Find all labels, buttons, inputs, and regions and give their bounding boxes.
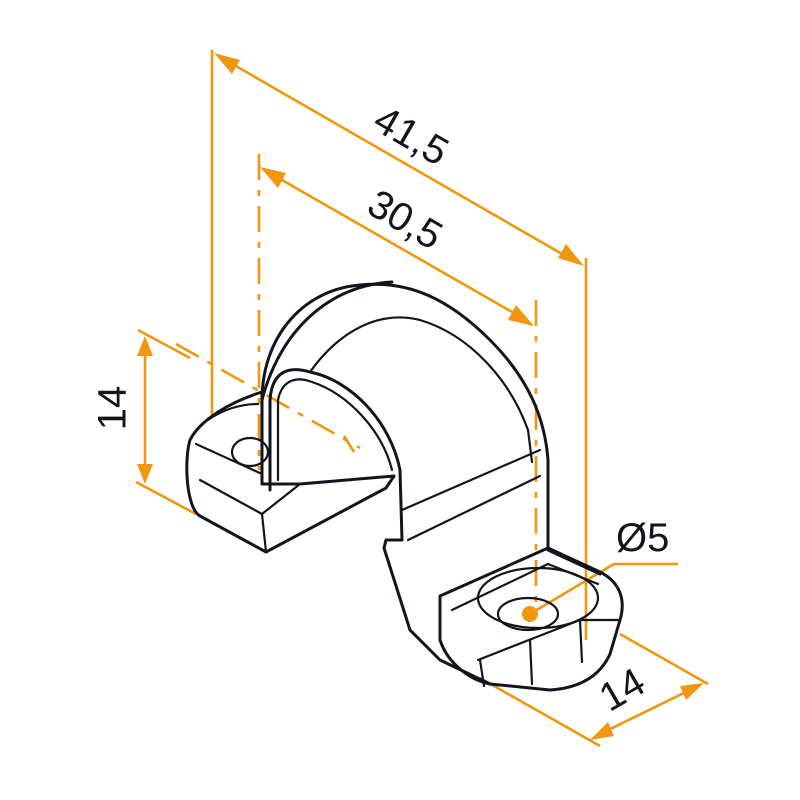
arrowhead [137,464,153,484]
arch-inner-fillet [276,378,394,482]
arch-surface-line [308,316,534,464]
right-tab-top-edge [450,562,600,612]
arrowhead [214,53,240,74]
right-arch-base [546,538,602,576]
right-leg-front [382,538,492,686]
arch-top-edge [260,280,394,402]
clamp-part [185,280,624,692]
dimension-lines [135,50,709,748]
arch-front-crease [400,448,542,512]
right-tab-corner-left [478,658,486,688]
right-tab-mid-line [528,638,534,686]
left-tab-counterbore [206,402,260,422]
arrowhead [680,683,704,700]
arrowhead [590,722,614,740]
right-mounting-tab [438,546,624,692]
dimension-label-tab-height: 14 [90,385,135,431]
extension-line-width-right [619,632,709,686]
right-mounting-hole [496,596,560,632]
dimension-label-hole-diameter: Ø5 [616,516,670,560]
arrowhead [137,336,153,356]
extension-line-height-bottom [135,480,197,516]
dimension-line-30-5 [267,170,527,322]
dimension-line-14-width [599,686,695,736]
extension-line-height-top [137,328,191,360]
dimension-line-41-5 [221,56,577,264]
arch-inner-edge [268,368,404,542]
left-tab-top-edge [194,442,264,476]
left-tab-corner [260,512,268,554]
arrowhead [558,244,584,266]
arch-front-crease-2 [406,474,542,542]
right-tab-corner-right [578,618,584,664]
centerline-tick [342,435,356,453]
arrowhead [508,305,534,326]
arrowhead [260,167,286,188]
extension-line-width-left [479,676,601,748]
arch-outer-edge [260,282,550,542]
centerline-left-hole-axis [175,342,361,450]
left-mounting-hole [230,436,270,468]
